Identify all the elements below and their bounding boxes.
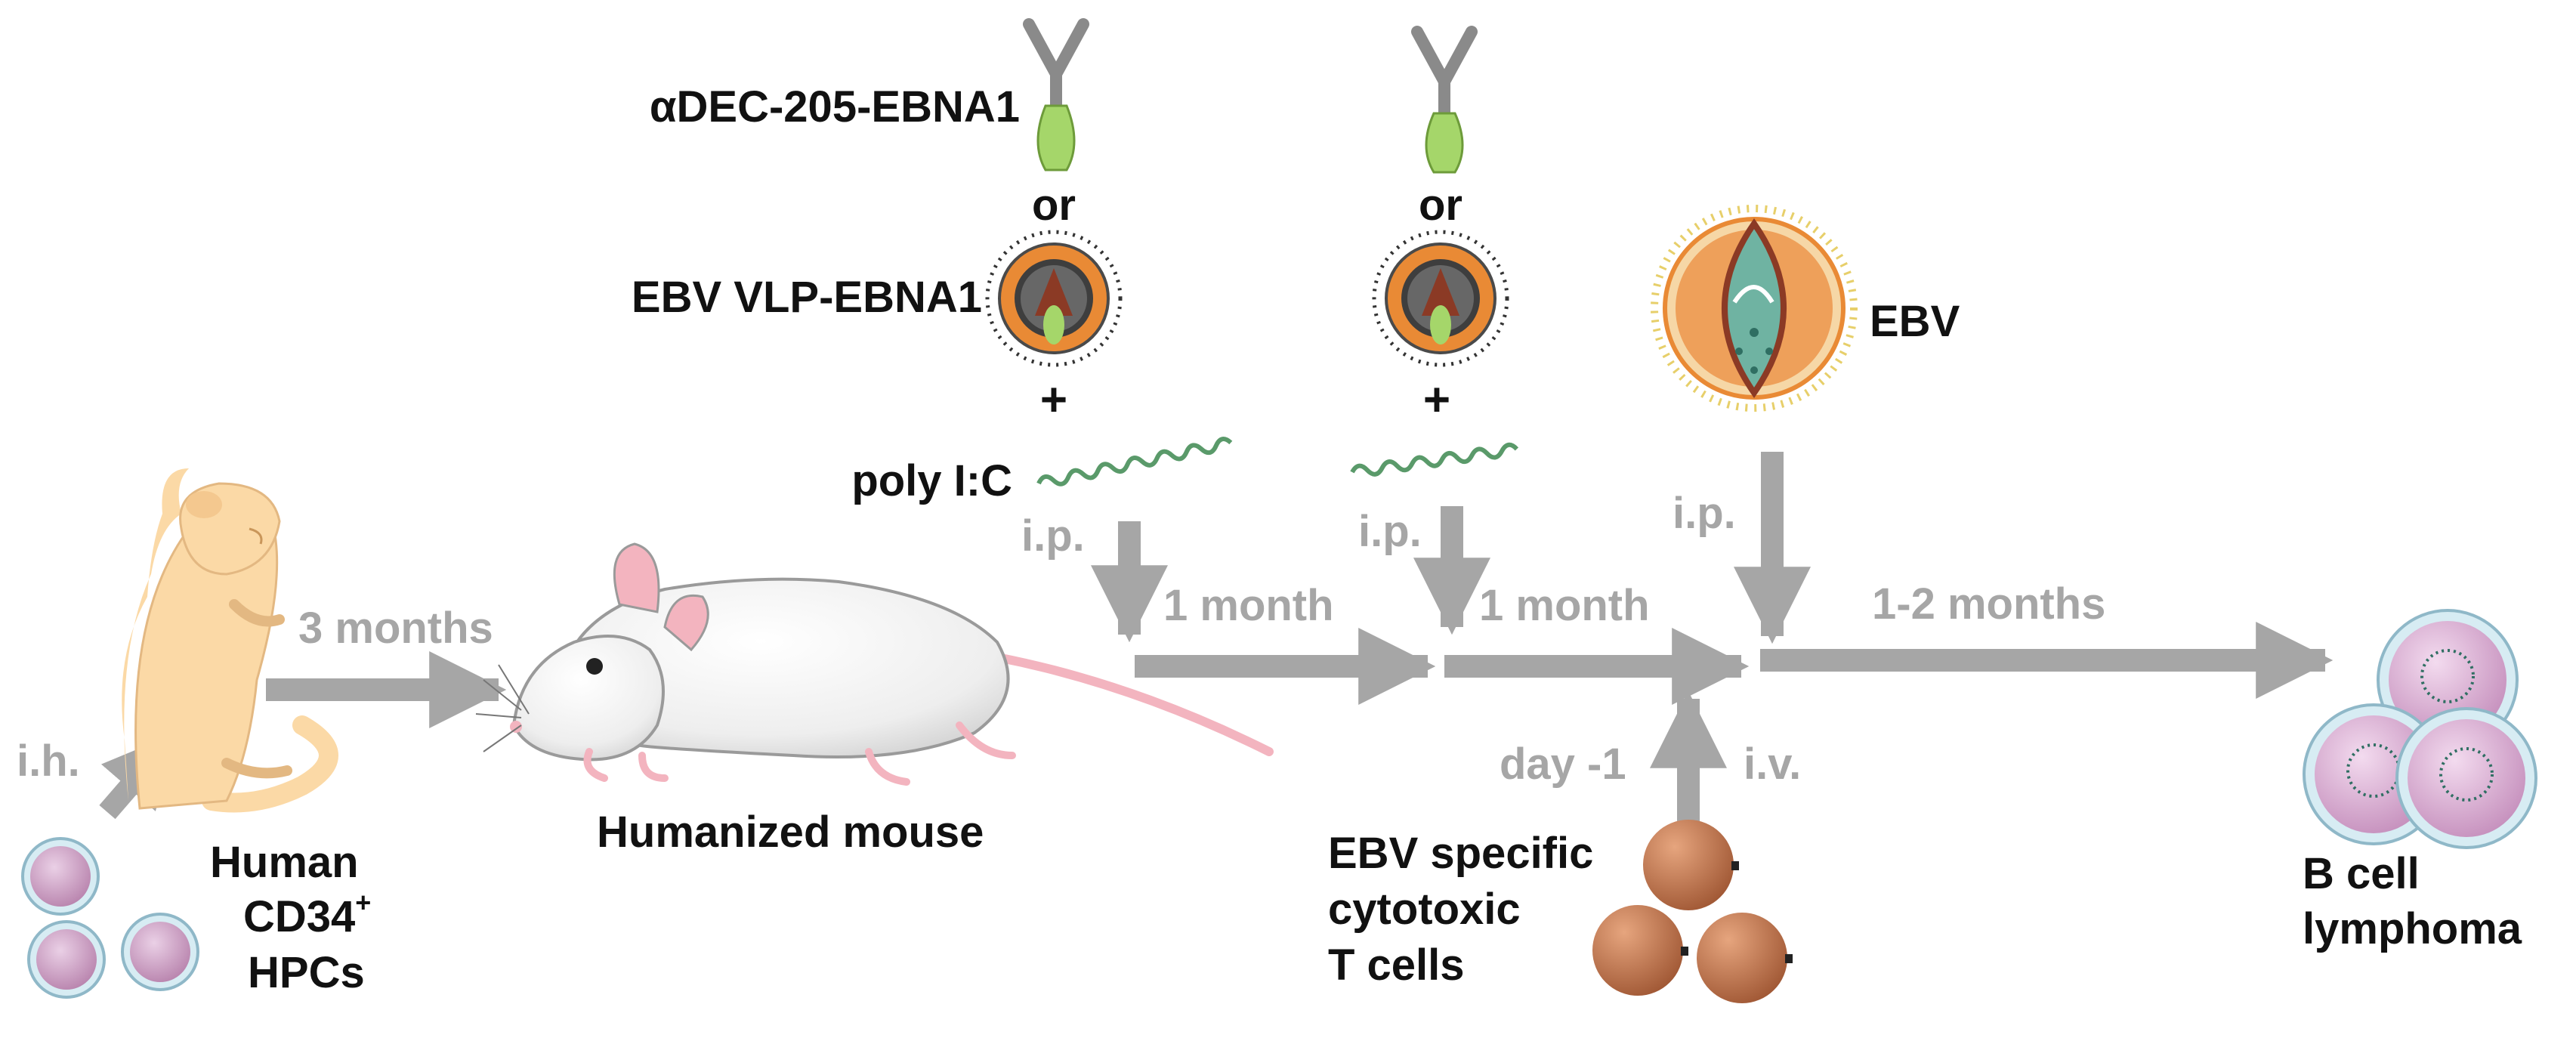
label-poly-ic: poly I:C bbox=[851, 456, 1012, 505]
antibody-icon-2 bbox=[1411, 26, 1478, 174]
label-t-cells: T cells bbox=[1328, 941, 1465, 990]
label-3-months: 3 months bbox=[298, 604, 493, 653]
hpc-cell-1 bbox=[21, 837, 100, 916]
ebv-virus-icon bbox=[1651, 205, 1858, 412]
vlp-icon-2 bbox=[1372, 230, 1509, 367]
label-or-1: or bbox=[1032, 181, 1076, 230]
label-ebv: EBV bbox=[1870, 297, 1960, 346]
label-or-2: or bbox=[1419, 181, 1463, 230]
label-plus-2: + bbox=[1422, 374, 1451, 426]
label-lymphoma: lymphoma bbox=[2303, 904, 2522, 953]
hpc-cell-2 bbox=[27, 920, 106, 999]
humanized-mouse-icon bbox=[475, 542, 1274, 786]
vlp-icon-1 bbox=[985, 230, 1123, 367]
label-cytotoxic: cytotoxic bbox=[1328, 885, 1521, 934]
t-cell-1 bbox=[1643, 820, 1739, 910]
label-ip-2: i.p. bbox=[1358, 507, 1422, 556]
label-iv: i.v. bbox=[1744, 740, 1802, 789]
label-ip-3: i.p. bbox=[1673, 489, 1736, 538]
label-b-cell: B cell bbox=[2303, 849, 2420, 898]
newborn-mouse-icon bbox=[122, 468, 338, 813]
label-humanized-mouse: Humanized mouse bbox=[597, 808, 984, 857]
t-cell-2 bbox=[1592, 905, 1688, 996]
label-ip-1: i.p. bbox=[1021, 511, 1085, 561]
label-plus-1: + bbox=[1039, 374, 1068, 426]
hpc-cell-3 bbox=[121, 913, 199, 991]
label-1-month-b: 1 month bbox=[1479, 581, 1650, 630]
label-1-month-a: 1 month bbox=[1163, 581, 1334, 630]
label-day-minus-1: day -1 bbox=[1500, 740, 1626, 789]
poly-ic-icon-2 bbox=[1350, 442, 1519, 477]
label-1-2-months: 1-2 months bbox=[1872, 579, 2106, 629]
label-ebv-specific: EBV specific bbox=[1328, 829, 1594, 878]
b-cell-3 bbox=[2395, 707, 2537, 849]
label-cd34: CD34+ bbox=[243, 887, 372, 941]
label-adec205-ebna1: αDEC-205-EBNA1 bbox=[649, 82, 1020, 131]
poly-ic-icon-1 bbox=[1036, 437, 1233, 487]
label-hpcs: HPCs bbox=[248, 948, 365, 997]
label-ebv-vlp-ebna1: EBV VLP-EBNA1 bbox=[631, 273, 982, 322]
label-human: Human bbox=[210, 838, 359, 887]
antibody-icon-1 bbox=[1023, 18, 1089, 171]
label-ih: i.h. bbox=[17, 737, 80, 786]
t-cell-3 bbox=[1697, 913, 1793, 1003]
